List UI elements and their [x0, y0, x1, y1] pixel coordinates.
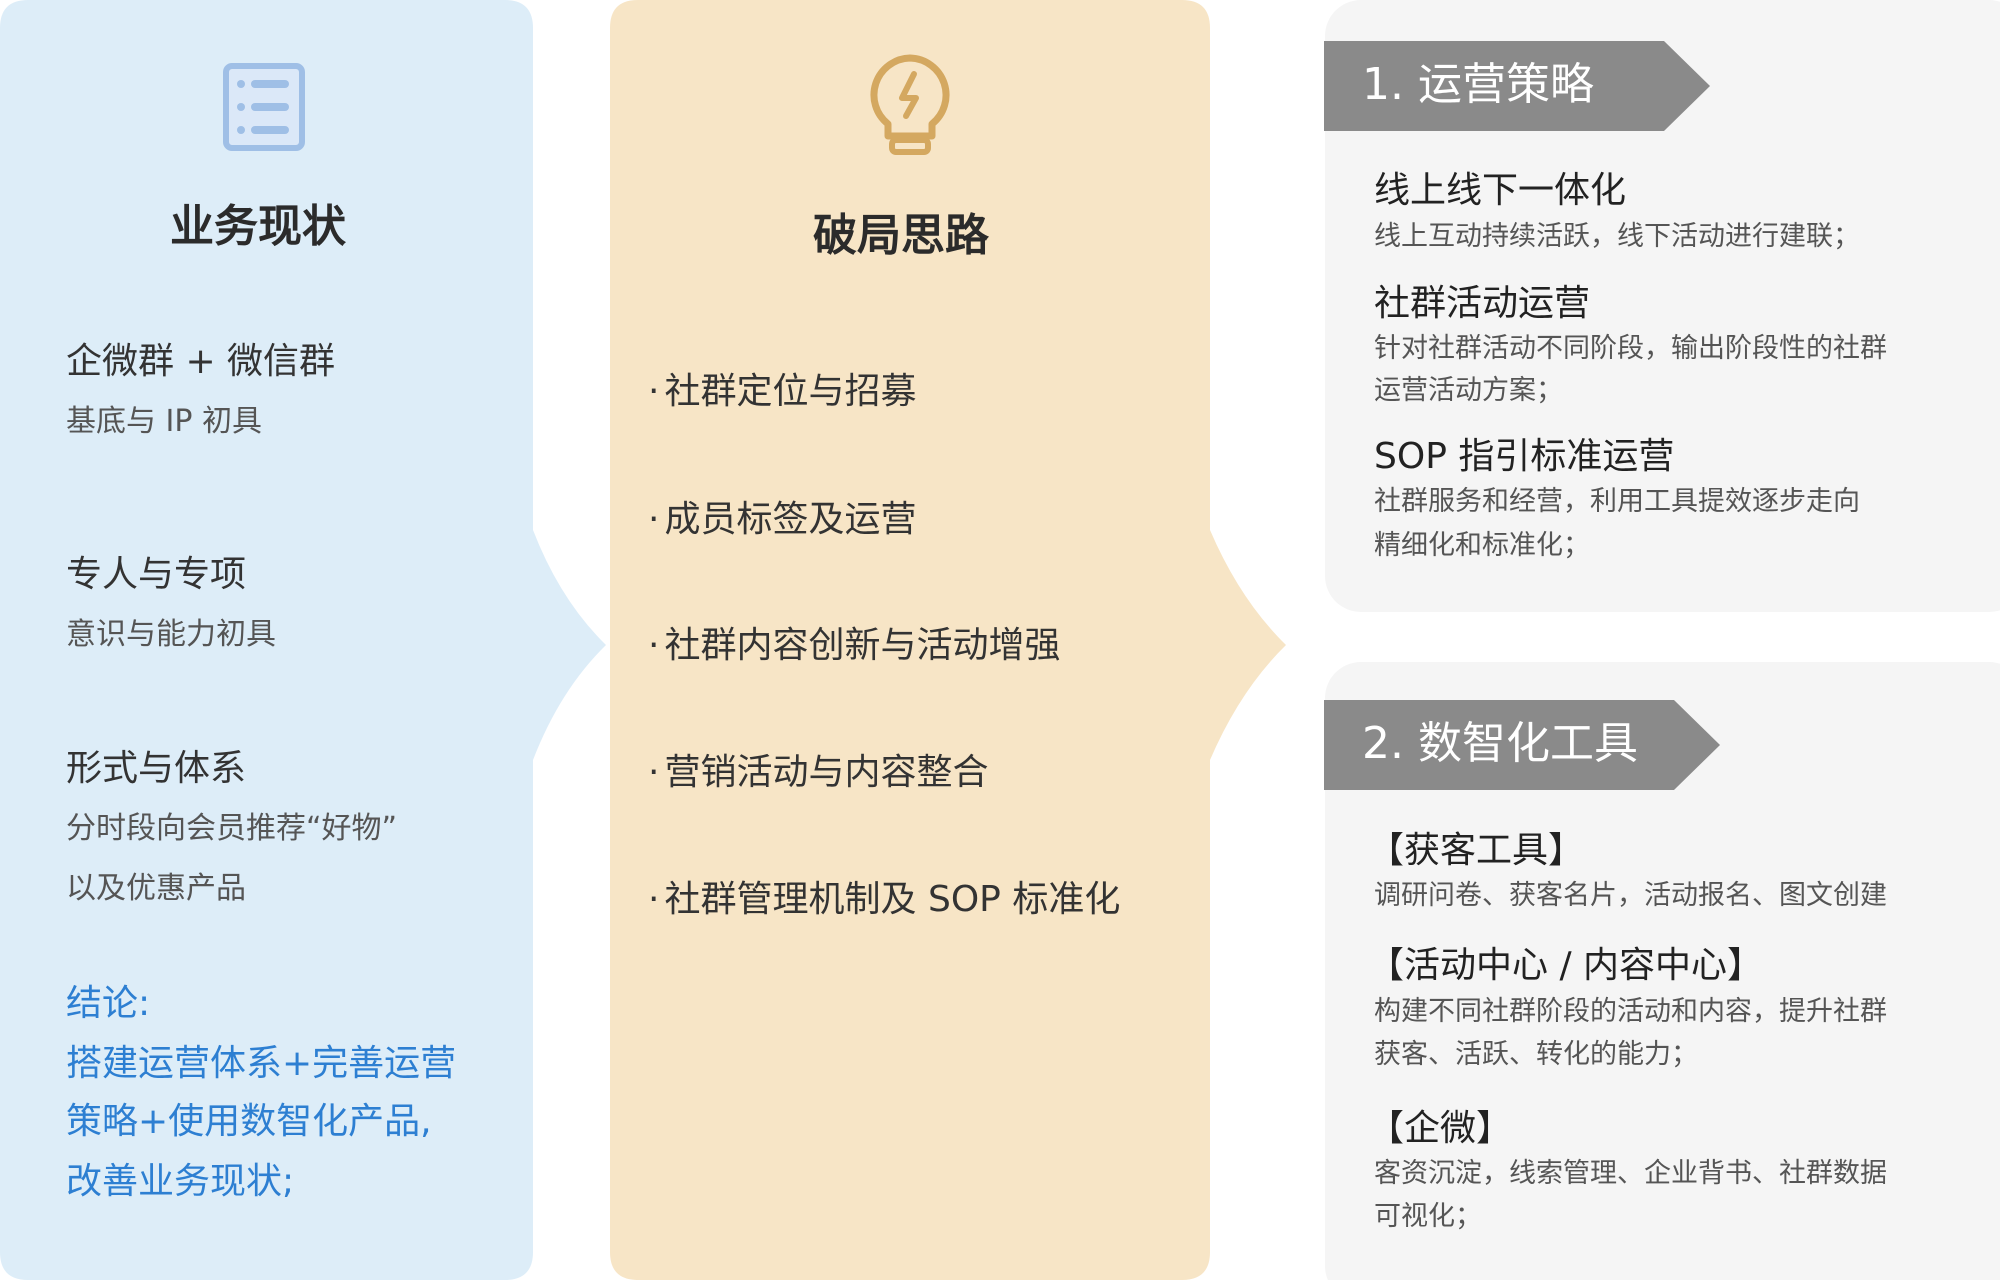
tools-heading: 【获客工具】 — [1368, 830, 1585, 871]
bullet: · — [648, 371, 660, 412]
strategy-heading: SOP 指引标准运营 — [1374, 436, 1675, 477]
left-panel-bg — [0, 0, 606, 1280]
strategy-text: 社群服务和经营，利用工具提效逐步走向 — [1374, 486, 1860, 517]
bullet: · — [648, 879, 660, 920]
approach-item: · 社群定位与招募 — [648, 362, 917, 414]
middle-panel-bg — [610, 0, 1286, 1280]
tools-text: 可视化； — [1374, 1201, 1482, 1232]
status-item-text: 意识与能力初具 — [66, 617, 276, 652]
approach-item-label: 成员标签及运营 — [664, 499, 917, 540]
strategy-banner-shape — [1324, 41, 1710, 131]
strategy-heading: 社群活动运营 — [1374, 283, 1591, 324]
tools-heading: 【企微】 — [1368, 1108, 1513, 1149]
status-item-heading: 专人与专项 — [66, 554, 247, 595]
approach-item: · 社群内容创新与活动增强 — [648, 616, 1061, 668]
approach-item-label: 社群定位与招募 — [664, 371, 917, 412]
bullet: · — [648, 625, 660, 666]
tools-text: 客资沉淀，线索管理、企业背书、社群数据 — [1374, 1158, 1887, 1189]
tools-banner-label: 2. 数智化工具 — [1362, 718, 1638, 769]
bullet: · — [648, 499, 660, 540]
right-bottom-panel-bg — [1325, 662, 2000, 1280]
tools-text: 调研问卷、获客名片，活动报名、图文创建 — [1374, 880, 1887, 911]
approach-item-label: 社群管理机制及 SOP 标准化 — [664, 879, 1121, 920]
conclusion-text: 搭建运营体系+完善运营 — [66, 1043, 457, 1084]
strategy-text: 精细化和标准化； — [1374, 530, 1590, 561]
conclusion-label: 结论: — [66, 983, 151, 1024]
approach-item: · 成员标签及运营 — [648, 490, 917, 542]
strategy-heading: 线上线下一体化 — [1374, 170, 1627, 211]
lightbulb-icon — [870, 54, 950, 155]
conclusion-text: 改善业务现状; — [66, 1161, 295, 1202]
approach-item-label: 社群内容创新与活动增强 — [664, 625, 1061, 666]
right-top-panel-bg — [1325, 0, 2000, 612]
approach-item: · 营销活动与内容整合 — [648, 743, 989, 795]
status-item-heading: 企微群 + 微信群 — [66, 341, 336, 382]
status-title: 业务现状 — [170, 201, 346, 252]
approach-item-label: 营销活动与内容整合 — [664, 752, 989, 793]
status-item-text: 分时段向会员推荐“好物” — [66, 811, 398, 846]
tools-banner-shape — [1324, 700, 1720, 790]
strategy-text: 针对社群活动不同阶段，输出阶段性的社群 — [1374, 333, 1887, 364]
list-icon — [223, 63, 305, 151]
strategy-text: 运营活动方案； — [1374, 375, 1563, 406]
bullet: · — [648, 752, 660, 793]
tools-text: 构建不同社群阶段的活动和内容，提升社群 — [1374, 996, 1887, 1027]
status-item-text: 以及优惠产品 — [66, 871, 246, 906]
strategy-text: 线上互动持续活跃，线下活动进行建联； — [1374, 221, 1860, 252]
tools-heading: 【活动中心 / 内容中心】 — [1368, 945, 1764, 986]
strategy-banner-label: 1. 运营策略 — [1362, 59, 1594, 110]
status-item-heading: 形式与体系 — [66, 748, 247, 789]
tools-text: 获客、活跃、转化的能力； — [1374, 1039, 1698, 1070]
conclusion-text: 策略+使用数智化产品, — [66, 1101, 432, 1142]
approach-item: · 社群管理机制及 SOP 标准化 — [648, 870, 1120, 922]
status-item-text: 基底与 IP 初具 — [66, 404, 263, 439]
approach-title: 破局思路 — [813, 210, 989, 261]
